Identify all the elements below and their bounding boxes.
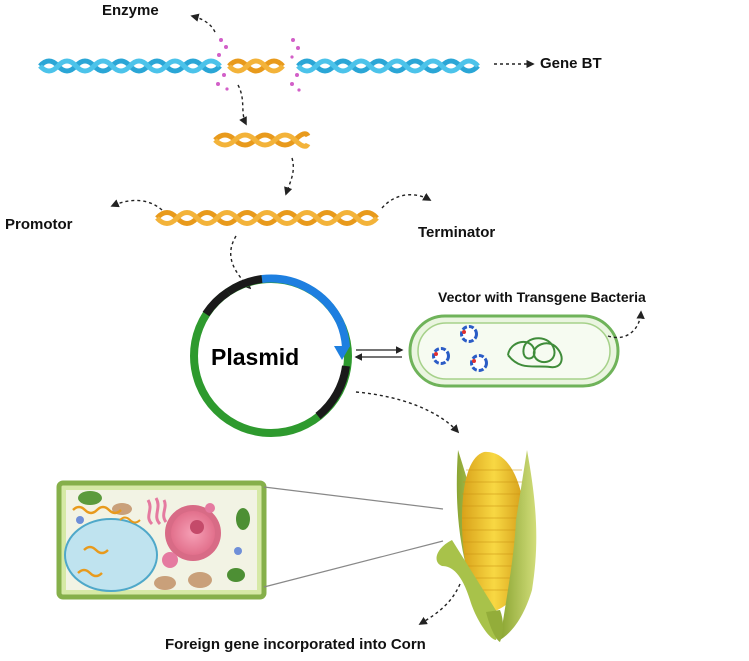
arrow-corn-to-caption — [418, 583, 461, 625]
vector-label: Vector with Transgene Bacteria — [438, 289, 646, 305]
corn-cob-icon — [436, 450, 537, 642]
enzyme-label: Enzyme — [102, 2, 159, 19]
gene-bt-label: Gene BT — [540, 55, 602, 72]
dna-gene-strand-icon — [38, 58, 480, 74]
arrow-to-enzyme — [190, 13, 216, 33]
enzyme-cut-icon — [216, 38, 301, 92]
arrow-bacteria-to-vector-label — [607, 310, 645, 339]
arrow-plasmid-to-corn — [355, 391, 460, 434]
zoom-line-top — [263, 486, 444, 510]
arrow-to-terminator — [381, 193, 432, 209]
promotor-label: Promotor — [5, 216, 73, 233]
plasmid-ring-icon — [190, 274, 352, 437]
plant-cell-icon — [56, 480, 267, 600]
terminator-label: Terminator — [418, 224, 496, 241]
arrow-fragment-to-construct — [284, 157, 295, 196]
arrow-cut-to-fragment — [237, 84, 247, 126]
plasmid-label: Plasmid — [211, 344, 300, 370]
plasmid-direction-icon — [334, 346, 350, 360]
gene-fragment-icon — [213, 131, 311, 149]
arrow-to-promotor — [110, 199, 163, 211]
bacterium-icon — [408, 314, 620, 388]
zoom-line-bottom — [263, 540, 444, 588]
gene-construct-icon — [155, 210, 379, 226]
caption-label: Foreign gene incorporated into Corn — [165, 636, 426, 653]
small-plasmid-icon — [432, 325, 488, 372]
